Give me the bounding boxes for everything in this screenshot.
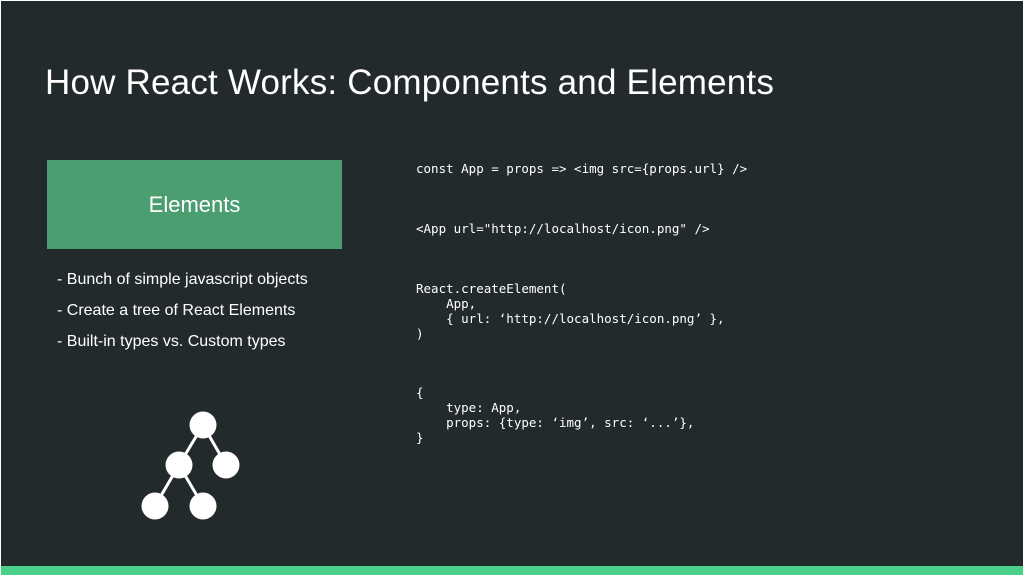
code-block-element-object: { type: App, props: {type: ‘img’, src: ‘… [416,385,695,445]
bullet-item: - Create a tree of React Elements [57,302,296,319]
code-block-jsx: <App url="http://localhost/icon.png" /> [416,221,710,236]
code-block-create-element: React.createElement( App, { url: ‘http:/… [416,281,725,341]
bullet-list: - Bunch of simple javascript objects - C… [57,269,308,362]
bullet-item: - Bunch of simple javascript objects [57,271,308,288]
tree-diagram-icon [141,411,240,520]
accent-bar [1,566,1023,575]
elements-badge: Elements [47,160,342,249]
slide-title: How React Works: Components and Elements [45,63,775,102]
bullet-item: - Built-in types vs. Custom types [57,333,286,350]
code-block-component: const App = props => <img src={props.url… [416,161,748,176]
elements-badge-label: Elements [148,191,241,217]
